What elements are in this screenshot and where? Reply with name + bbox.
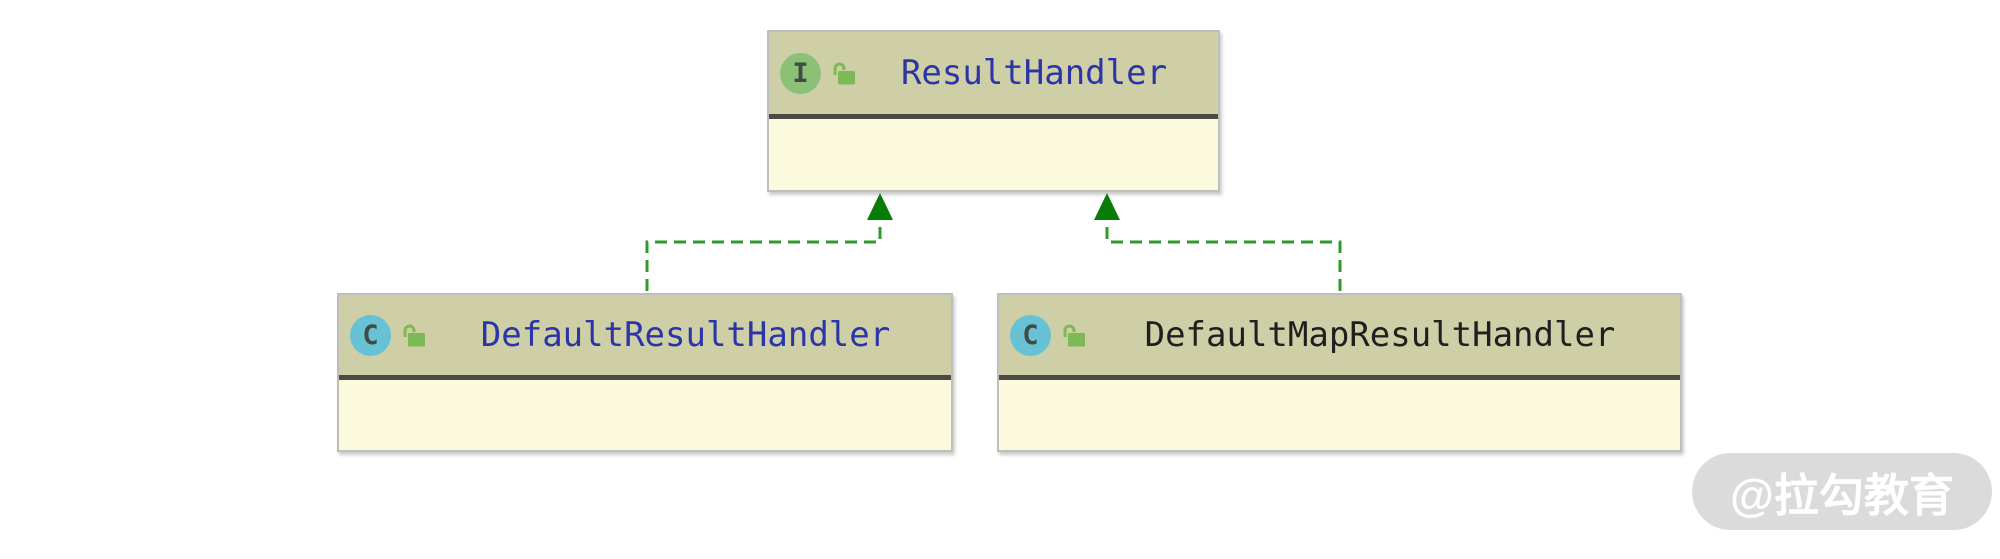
class-icon: C bbox=[1010, 314, 1051, 356]
compartment-separator bbox=[339, 375, 951, 380]
node-header: I ResultHandler bbox=[769, 32, 1218, 114]
unlock-icon bbox=[833, 62, 855, 85]
node-header: C DefaultResultHandler bbox=[339, 295, 951, 375]
unlock-icon bbox=[403, 324, 425, 347]
watermark-text: @拉勾教育 bbox=[1730, 470, 1954, 521]
edge-defaultresulthandler-implements-resulthandler bbox=[645, 193, 893, 291]
uml-node-resulthandler[interactable]: I ResultHandler bbox=[767, 30, 1220, 192]
arrowhead-icon bbox=[867, 193, 893, 220]
interface-icon: I bbox=[780, 52, 821, 94]
watermark-badge: @拉勾教育 bbox=[1692, 453, 1992, 530]
node-label: DefaultMapResultHandler bbox=[1144, 315, 1616, 355]
node-members-compartment bbox=[999, 380, 1680, 450]
node-members-compartment bbox=[339, 380, 951, 450]
uml-node-defaultresulthandler[interactable]: C DefaultResultHandler bbox=[337, 293, 953, 452]
uml-node-defaultmapresulthandler[interactable]: C DefaultMapResultHandler bbox=[997, 293, 1682, 452]
edge-defaultmapresulthandler-implements-resulthandler bbox=[1094, 193, 1342, 291]
node-members-compartment bbox=[769, 119, 1218, 190]
class-icon: C bbox=[350, 314, 391, 356]
node-label: ResultHandler bbox=[900, 53, 1168, 93]
node-header: C DefaultMapResultHandler bbox=[999, 295, 1680, 375]
node-label: DefaultResultHandler bbox=[480, 315, 891, 355]
compartment-separator bbox=[769, 114, 1218, 119]
unlock-icon bbox=[1063, 324, 1085, 347]
compartment-separator bbox=[999, 375, 1680, 380]
arrowhead-icon bbox=[1094, 193, 1120, 220]
